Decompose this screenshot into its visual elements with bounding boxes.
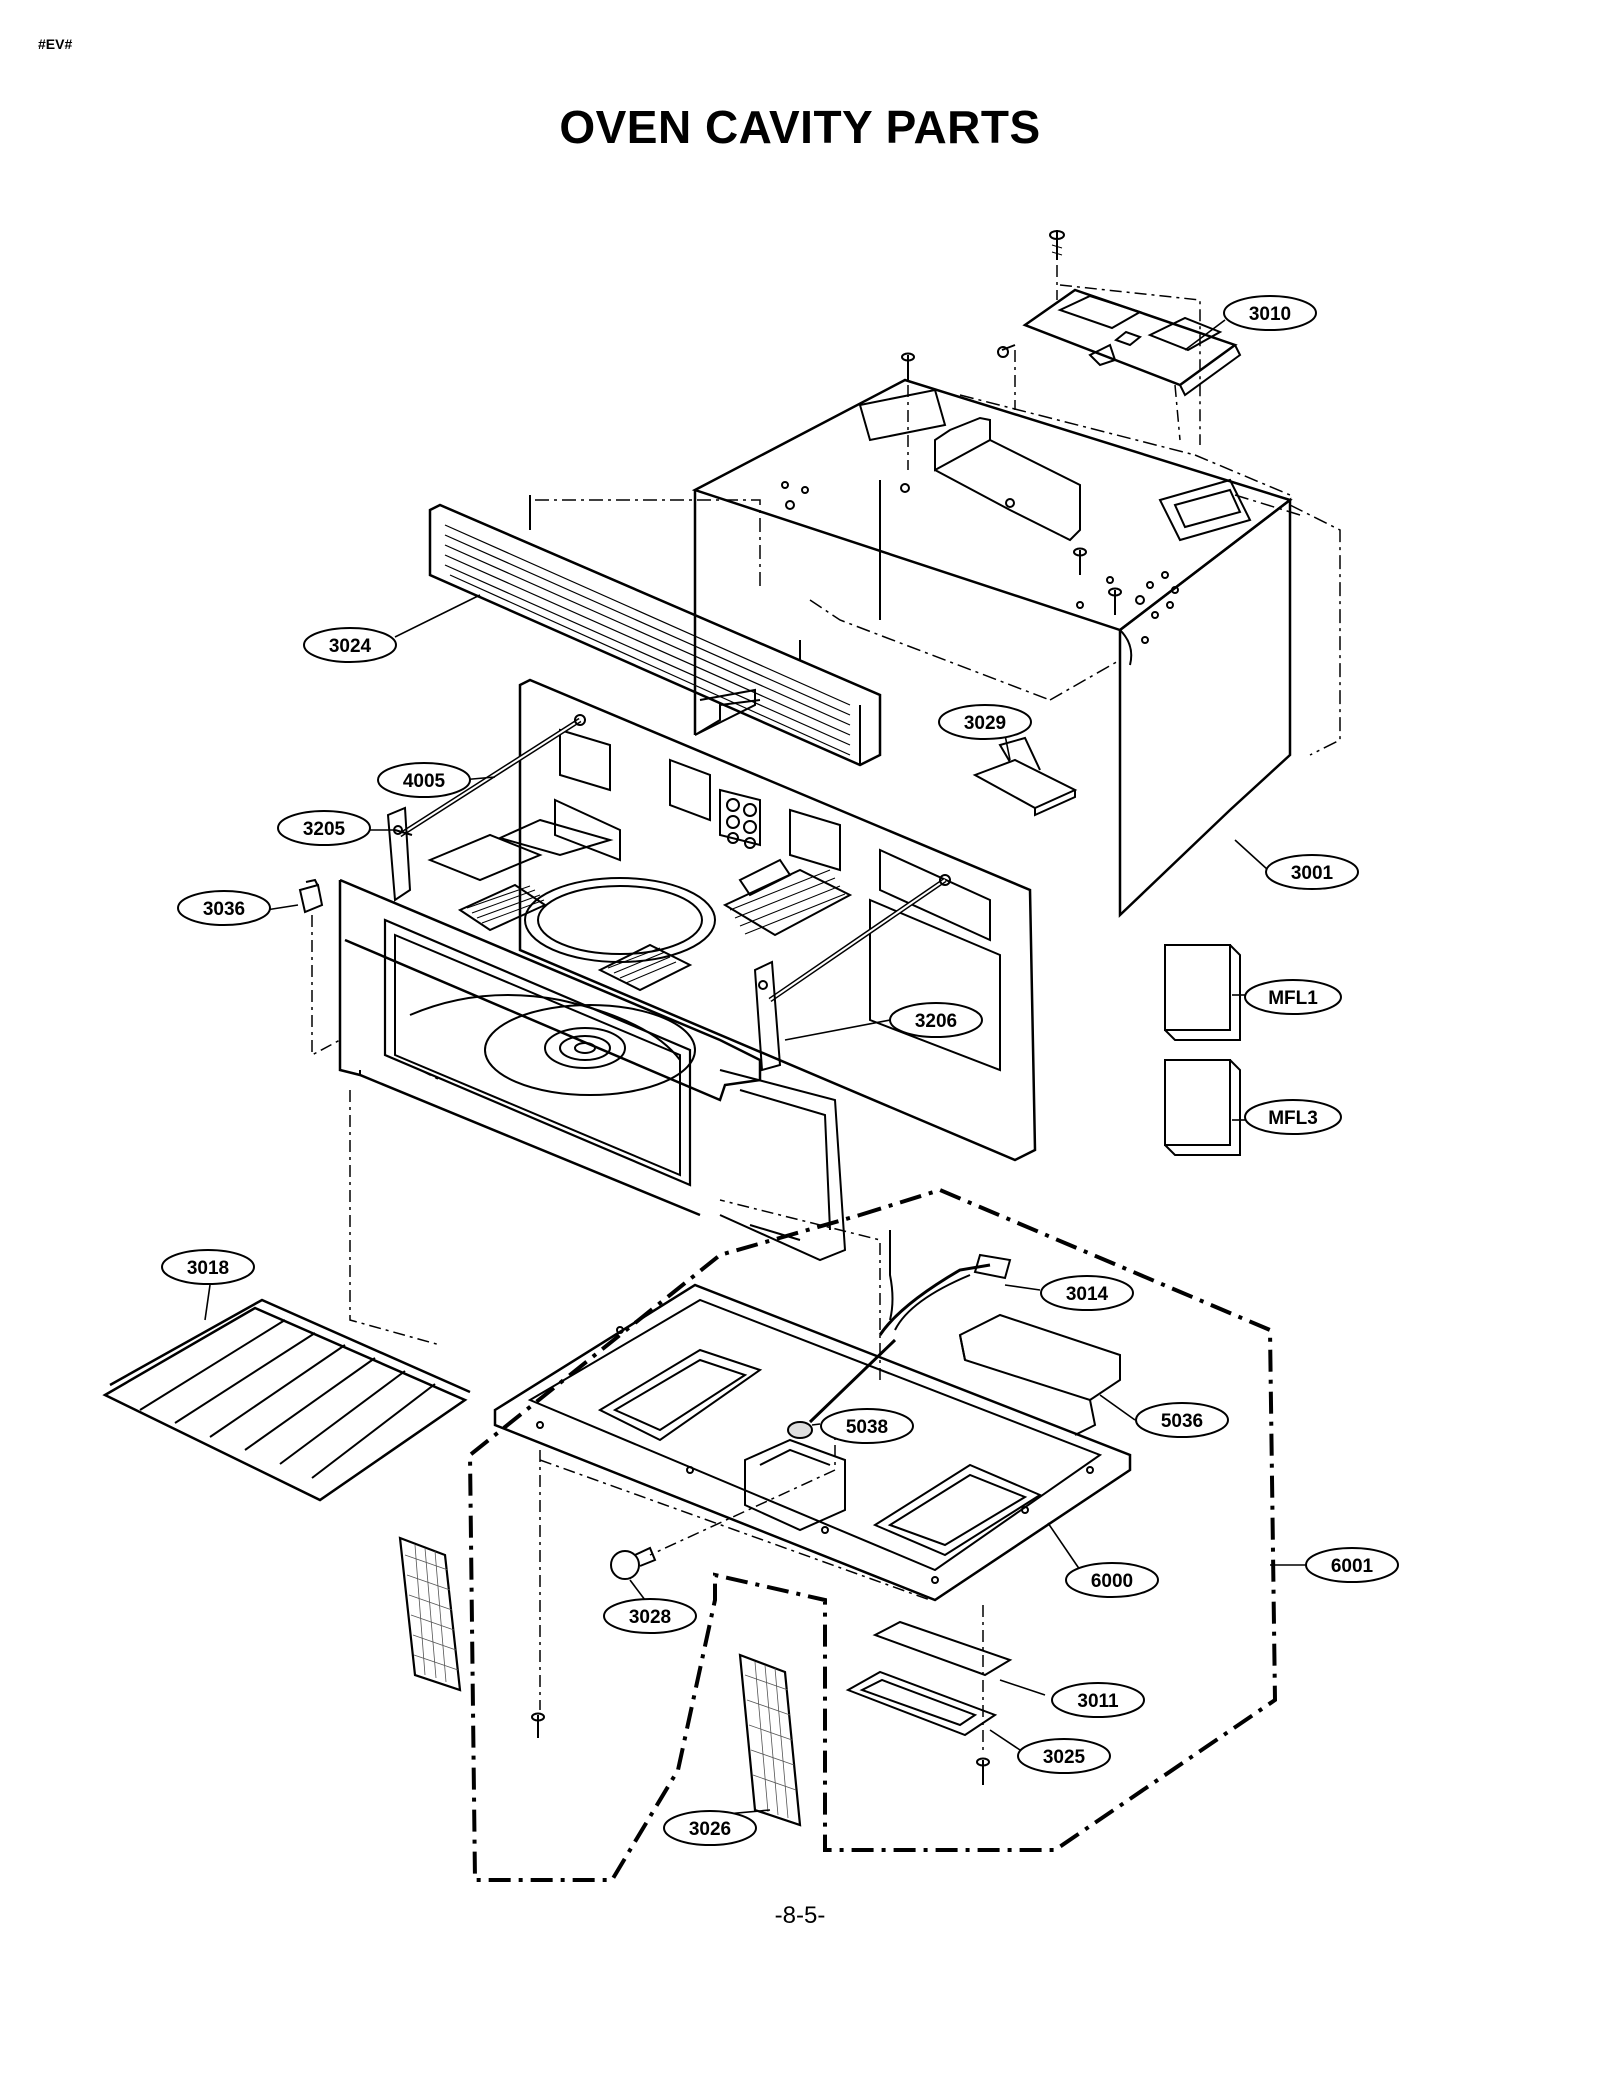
outer-cabinet-drawing [535,378,1341,918]
callout-label: MFL1 [1268,988,1318,1009]
callout-mfl3: MFL3 [1244,1099,1342,1135]
top-bracket-drawing [901,230,1242,615]
callout-label: 3025 [1043,1747,1086,1768]
callout-mfl1: MFL1 [1244,979,1342,1015]
callout-label: 3010 [1249,304,1291,325]
callout-5038: 5038 [820,1408,914,1444]
callout-6001: 6001 [1305,1547,1399,1583]
air-guide-drawing [428,495,882,767]
callout-label: 3018 [187,1258,229,1279]
callout-label: 6001 [1331,1556,1374,1577]
callout-3018: 3018 [161,1249,255,1285]
callout-6000: 6000 [1065,1562,1159,1598]
callout-label: 3036 [203,899,245,920]
callout-3206: 3206 [889,1002,983,1038]
callout-4005: 4005 [377,762,471,798]
callout-3026: 3026 [663,1810,757,1846]
assembly-6001-boundary [467,1187,1278,1882]
callout-label: 5036 [1161,1411,1203,1432]
callout-label: 3011 [1077,1691,1119,1712]
callout-label: 3205 [303,819,346,840]
page-mark: #EV# [38,36,73,52]
callout-label: 3001 [1291,863,1334,884]
callout-3028: 3028 [603,1598,697,1634]
callout-label: 3014 [1066,1284,1109,1305]
filter-boxes-drawing [1164,944,1241,1156]
callout-label: 3206 [915,1011,957,1032]
page-title: OVEN CAVITY PARTS [559,101,1041,153]
callout-5036: 5036 [1135,1402,1229,1438]
callout-3024: 3024 [303,627,397,663]
callout-3010: 3010 [1223,295,1317,331]
callout-label: 3026 [689,1819,731,1840]
page-number: -8-5- [774,1902,826,1929]
callout-3014: 3014 [1040,1275,1134,1311]
bracket-3029-drawing [972,736,1078,817]
callout-label: 4005 [403,771,446,792]
callout-3036: 3036 [177,890,271,926]
callout-3011: 3011 [1051,1682,1145,1718]
oven-rack-drawing [102,1298,471,1502]
callout-3001: 3001 [1265,854,1359,890]
callout-label: MFL3 [1268,1108,1318,1129]
callout-3025: 3025 [1017,1738,1111,1774]
callout-label: 3028 [629,1607,671,1628]
grease-filters-drawing [398,1536,802,1827]
callout-label: 5038 [846,1417,888,1438]
callout-3029: 3029 [938,704,1032,740]
callout-label: 6000 [1091,1571,1133,1592]
base-plate-drawing [493,1199,1132,1785]
callout-label: 3029 [964,713,1006,734]
lamp-cover-drawing [845,1620,1013,1737]
callout-3205: 3205 [277,810,371,846]
callout-label: 3024 [329,636,372,657]
